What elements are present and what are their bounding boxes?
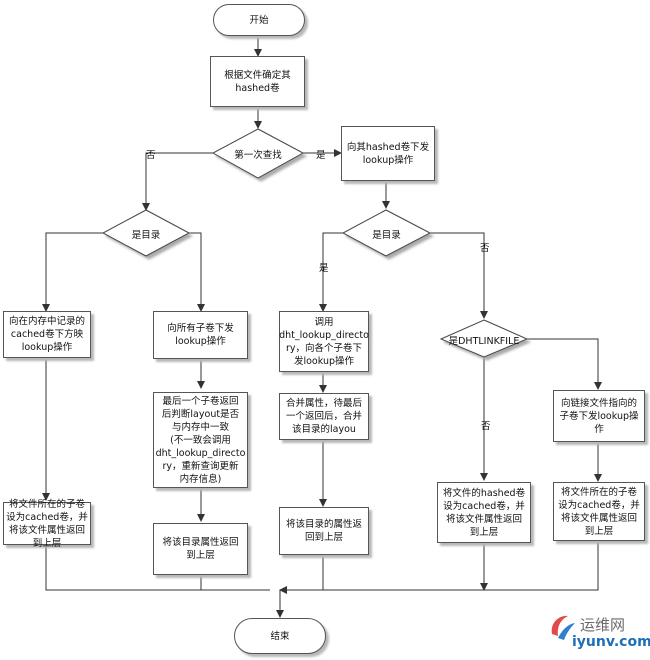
decision-first-lookup [211, 128, 305, 179]
decision-is-dir-left [101, 209, 191, 257]
edge-isdirright-no [430, 232, 488, 319]
edge-label-yes-dir: 是 [319, 263, 329, 274]
node-set-cached-right: 将文件所在的子卷 设为cached卷，并 将该文件属性返回 到上层 [553, 482, 645, 541]
node-set-hashed-cached: 将文件的hashed卷 设为cached卷，并 将该文件属性返回 到上层 [437, 482, 531, 543]
node-check-layout: 最后一个子卷返回 后判断layout是否 与内存中一致 (不一致会调用 dht_… [153, 392, 248, 488]
watermark-logo-icon [551, 615, 575, 640]
node-record-cached: 向在内存中记录的 cached卷下方映 lookup操作 [3, 311, 91, 358]
edge-isdirright-yes [319, 232, 343, 312]
node-send-link-target: 向链接文件指向的 子卷下发lookup操作 [553, 390, 645, 442]
edge-isdirleft-right [189, 232, 205, 312]
node-end: 结束 [234, 618, 326, 654]
edge-setcachedright-merge [279, 541, 599, 594]
decision-is-linkfile [439, 319, 529, 358]
node-lookup-on-hashed: 向其hashed卷下发 lookup操作 [341, 126, 435, 181]
label-is-linkfile: 是DHTLINKFILE [448, 336, 520, 347]
watermark-text-url: iyunv.com [572, 634, 650, 650]
edge-label-no-dir: 否 [480, 243, 490, 254]
edge-linkfile-right [527, 338, 602, 390]
node-set-cached-left: 将文件所在的子卷 设为cached卷，并 将该文件属性返回 到上层 [3, 499, 91, 549]
label-first-lookup: 第一次查找 [234, 150, 282, 161]
node-start: 开始 [213, 4, 305, 36]
node-call-dht-lookup: 调用 dht_lookup_directo ry，向各个子卷下 发lookup操… [279, 311, 369, 372]
label-is-dir-right: 是目录 [372, 230, 401, 241]
edge-label-no-first: 否 [146, 150, 156, 161]
edge-isdirleft-left [42, 232, 103, 312]
edge-firstlookup-no [142, 152, 213, 211]
edge-label-no-linkfile: 否 [481, 421, 491, 432]
label-is-dir-left: 是目录 [131, 230, 161, 241]
watermark-text-cn: 运维网 [580, 616, 626, 634]
decision-is-dir-right [341, 209, 432, 257]
edge-label-yes-first: 是 [316, 150, 326, 161]
node-merge-attrs: 合并属性，待最后 一个返回后，合并 该目录的layou [279, 393, 369, 440]
node-return-dir-attr-left: 将该目录属性返回 到上层 [153, 523, 248, 575]
node-send-all-subvols: 向所有子卷下发 lookup操作 [153, 311, 248, 359]
node-determine-hashed: 根据文件确定其 hashed卷 [210, 56, 305, 107]
edge-setcachedleft-merge [45, 545, 270, 591]
node-return-dir-attr-mid: 将该目录的属性返 回到上层 [279, 507, 369, 555]
